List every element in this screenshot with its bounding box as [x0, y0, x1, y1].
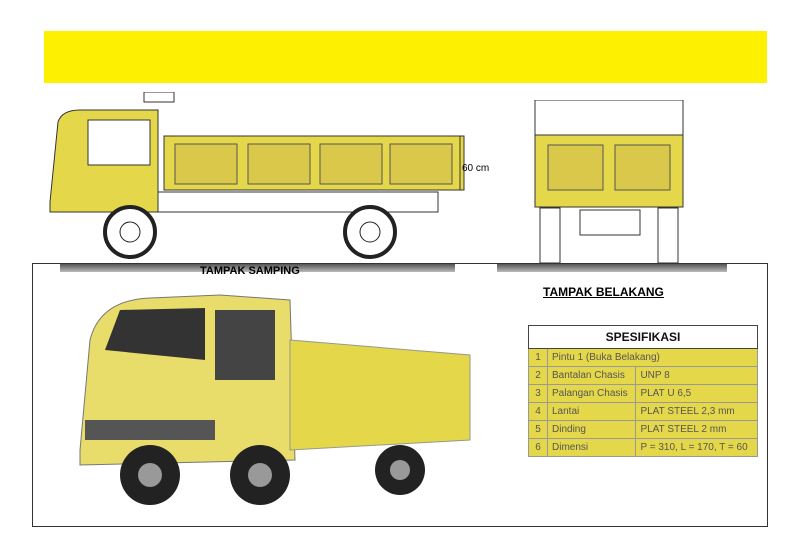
row-item: Dimensi	[546, 438, 637, 457]
truck-photo	[79, 294, 471, 505]
yellow-banner	[44, 31, 767, 83]
ground-bar-rear	[497, 264, 727, 272]
row-value: UNP 8	[635, 366, 758, 385]
row-item: Bantalan Chasis	[546, 366, 637, 385]
row-value: PLAT STEEL 2,3 mm	[635, 402, 758, 421]
side-view-drawing	[49, 92, 465, 259]
row-number: 1	[528, 348, 548, 367]
ground-bar	[60, 264, 455, 272]
row-item: Dinding	[546, 420, 637, 439]
row-number: 4	[528, 402, 548, 421]
row-item: Lantai	[546, 402, 637, 421]
row-item: Pintu 1 (Buka Belakang)	[547, 348, 758, 367]
spec-table-title: SPESIFIKASI	[528, 325, 758, 349]
row-number: 3	[528, 384, 548, 403]
rear-view-drawing	[534, 100, 684, 264]
row-number: 5	[528, 420, 548, 439]
row-value: PLAT U 6,5	[635, 384, 758, 403]
row-number: 6	[528, 438, 548, 457]
row-number: 2	[528, 366, 548, 385]
side-view-label: TAMPAK SAMPING	[200, 265, 300, 277]
rear-view-label: TAMPAK BELAKANG	[543, 285, 664, 299]
photo-frame	[32, 263, 768, 527]
row-item: Palangan Chasis	[546, 384, 637, 403]
row-value: P = 310, L = 170, T = 60	[635, 438, 758, 457]
height-dimension-label: 60 cm	[462, 163, 490, 174]
row-value: PLAT STEEL 2 mm	[635, 420, 758, 439]
